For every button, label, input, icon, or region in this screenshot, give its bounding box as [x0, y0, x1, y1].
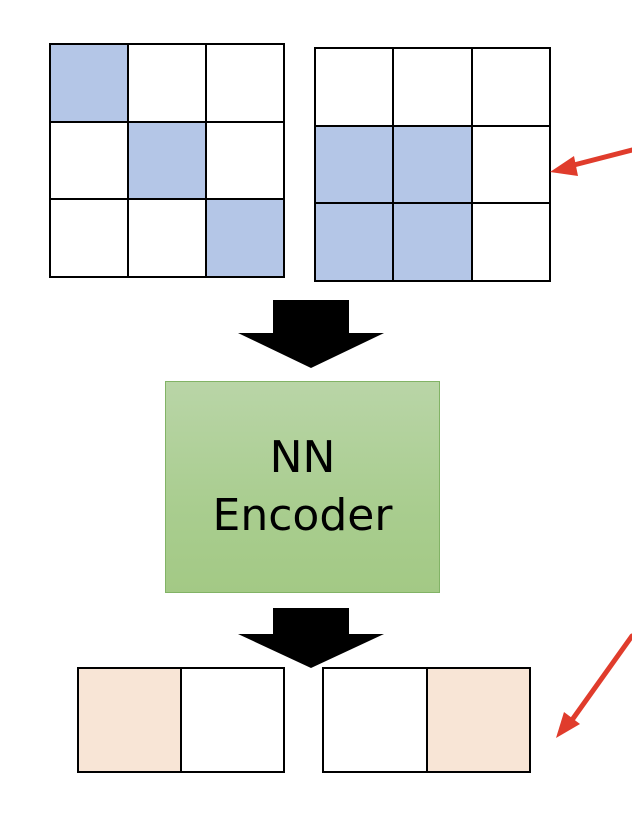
- grid-cell: [207, 122, 283, 199]
- grid-cell: [316, 49, 393, 125]
- grid-cell: [316, 126, 393, 203]
- red-pointer-arrowhead-icon: [556, 712, 580, 738]
- input-grid-diagonal: [49, 43, 285, 278]
- grid-cell: [472, 126, 549, 203]
- red-pointer-arrow-icon: [569, 633, 632, 723]
- grid-cell: [51, 45, 127, 121]
- grid-cell: [51, 122, 127, 199]
- grid-cell: [316, 204, 393, 280]
- nn-encoder-box: NN Encoder: [165, 381, 440, 593]
- grid-cell: [394, 126, 471, 203]
- output-vector-second: [322, 667, 531, 773]
- grid-cell: [207, 45, 283, 121]
- grid-cell: [394, 49, 471, 125]
- grid-cell: [129, 122, 205, 199]
- input-grid-block: [314, 47, 551, 282]
- red-pointer-arrow-icon: [567, 147, 632, 169]
- down-arrow-icon: [238, 300, 384, 368]
- vector-cell: [79, 669, 180, 771]
- grid-cell: [472, 49, 549, 125]
- down-arrow-icon: [238, 608, 384, 668]
- grid-cell: [472, 204, 549, 280]
- grid-cell: [129, 45, 205, 121]
- vector-cell: [324, 669, 426, 771]
- grid-cell: [129, 200, 205, 276]
- grid-cell: [207, 200, 283, 276]
- vector-cell: [182, 669, 283, 771]
- output-vector-first: [77, 667, 285, 773]
- red-pointer-arrowhead-icon: [550, 156, 578, 176]
- vector-cell: [427, 669, 529, 771]
- encoder-label-line2: Encoder: [212, 490, 393, 541]
- grid-cell: [51, 200, 127, 276]
- encoder-label-line1: NN: [269, 432, 336, 483]
- grid-cell: [394, 204, 471, 280]
